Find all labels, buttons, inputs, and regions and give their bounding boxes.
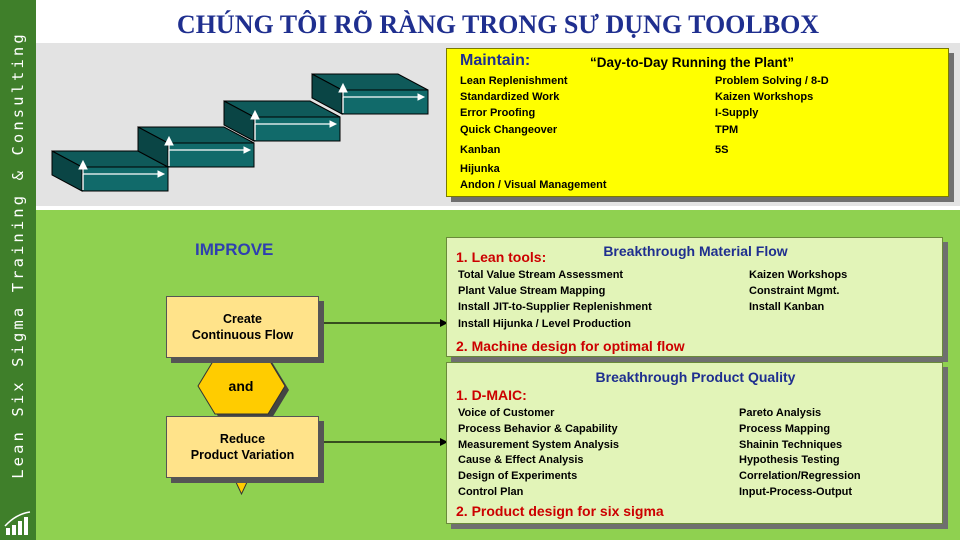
sidebar-band: Lean Six Sigma Training & Consulting <box>0 0 36 540</box>
flow-item: Total Value Stream Assessment <box>458 269 624 281</box>
quality-item: Process Mapping <box>739 423 831 435</box>
create-continuous-flow-box: Create Continuous Flow <box>166 296 319 358</box>
material-flow-title: Breakthrough Material Flow <box>603 243 788 259</box>
maintain-item: Hijunka <box>460 163 500 175</box>
maintain-item: TPM <box>715 124 739 136</box>
down-arrow-tip <box>233 477 250 496</box>
maintain-item: Standardized Work <box>460 91 560 103</box>
reduce-line-2: Product Variation <box>190 448 295 462</box>
product-quality-title: Breakthrough Product Quality <box>595 369 796 385</box>
arrow-to-flow-head <box>440 319 448 327</box>
arrow-to-quality-head <box>440 438 448 446</box>
maintain-box: Maintain: “Day-to-Day Running the Plant”… <box>446 48 949 197</box>
maintain-item: Andon / Visual Management <box>460 179 607 191</box>
quality-item: Shainin Techniques <box>739 439 843 451</box>
maintain-item: Error Proofing <box>460 107 536 119</box>
quality-item: Input-Process-Output <box>739 486 853 498</box>
stair-step-2 <box>137 126 255 168</box>
maintain-item: Lean Replenishment <box>460 75 568 87</box>
quality-item: Process Behavior & Capability <box>458 423 618 435</box>
quality-item: Design of Experiments <box>458 470 578 482</box>
and-label: and <box>228 378 254 394</box>
dmaic-heading: 1. D-MAIC: <box>456 387 527 403</box>
maintain-item: 5S <box>715 144 729 156</box>
create-line-2: Continuous Flow <box>191 328 294 342</box>
maintain-item: Problem Solving / 8-D <box>715 75 829 87</box>
material-flow-box: Breakthrough Material Flow 1. Lean tools… <box>446 237 943 357</box>
stair-arrows <box>78 82 426 190</box>
maintain-staircase-diagram <box>51 73 429 192</box>
flow-item: Install Kanban <box>749 301 825 313</box>
quality-item: Cause & Effect Analysis <box>458 454 584 466</box>
lean-tools-heading: 1. Lean tools: <box>456 249 547 265</box>
stair-step-4 <box>311 73 429 115</box>
flow-item: Kaizen Workshops <box>749 269 848 281</box>
flow-item: Install JIT-to-Supplier Replenishment <box>458 301 652 313</box>
quality-item: Hypothesis Testing <box>739 454 840 466</box>
create-line-1: Create <box>223 312 262 326</box>
maintain-subtitle: “Day-to-Day Running the Plant” <box>590 55 795 70</box>
maintain-label: Maintain: <box>460 52 531 69</box>
maintain-item: I-Supply <box>715 107 759 119</box>
machine-design-heading: 2. Machine design for optimal flow <box>456 338 685 354</box>
flow-item: Plant Value Stream Mapping <box>458 285 606 297</box>
page-title: CHÚNG TÔI RÕ RÀNG TRONG SƯ DỤNG TOOLBOX <box>176 10 820 39</box>
maintain-item: Kanban <box>460 144 501 156</box>
maintain-item: Quick Changeover <box>460 124 558 136</box>
quality-item: Measurement System Analysis <box>458 439 619 451</box>
quality-item: Voice of Customer <box>458 407 555 419</box>
reduce-line-1: Reduce <box>219 432 266 446</box>
reduce-product-variation-box: Reduce Product Variation <box>166 416 319 478</box>
stair-step-3 <box>223 100 341 142</box>
product-design-heading: 2. Product design for six sigma <box>456 503 664 519</box>
maintain-item: Kaizen Workshops <box>715 91 814 103</box>
improve-label: IMPROVE <box>195 240 274 259</box>
quality-item: Correlation/Regression <box>739 470 861 482</box>
bar-chart-logo-icon <box>4 511 31 535</box>
flow-item: Constraint Mgmt. <box>749 285 840 297</box>
quality-item: Pareto Analysis <box>739 407 822 419</box>
product-quality-box: Breakthrough Product Quality 1. D-MAIC: … <box>446 362 943 524</box>
flow-item: Install Hijunka / Level Production <box>458 318 631 330</box>
quality-item: Control Plan <box>458 486 524 498</box>
